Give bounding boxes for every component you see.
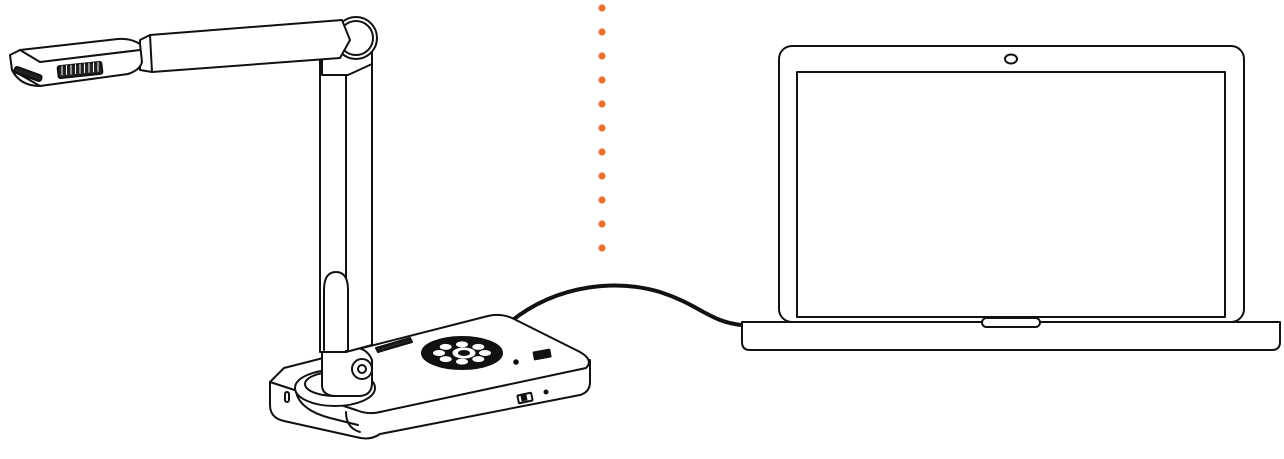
separator-dot: [598, 220, 605, 227]
control-button: [472, 356, 484, 362]
arm-slot: [324, 272, 348, 350]
separator-dot: [598, 4, 605, 11]
laptop-icon: [742, 46, 1280, 350]
side-led: [545, 391, 548, 394]
horizontal-arm: [140, 20, 350, 72]
control-button: [440, 356, 452, 362]
separator-dot: [598, 100, 605, 107]
document-camera-icon: [10, 17, 590, 438]
webcam-icon: [1005, 55, 1017, 64]
separator-dot: [598, 196, 605, 203]
control-button: [440, 344, 452, 350]
laptop-notch: [982, 318, 1040, 327]
laptop-screen: [797, 72, 1225, 317]
separator-dot: [598, 52, 605, 59]
separator-dot: [598, 76, 605, 83]
control-panel: [422, 337, 502, 369]
control-button: [479, 350, 491, 356]
control-button: [472, 344, 484, 350]
camera-head: [10, 39, 142, 86]
separator-dot: [598, 244, 605, 251]
separator-dot: [598, 28, 605, 35]
power-port: [285, 392, 289, 402]
logo-badge: [534, 350, 551, 360]
separator-dot: [598, 172, 605, 179]
separator-dot: [598, 148, 605, 155]
control-button: [433, 350, 445, 356]
dotted-separator: [598, 4, 605, 251]
separator-dot: [598, 124, 605, 131]
control-button: [456, 359, 468, 365]
usb-cable: [510, 286, 742, 325]
status-led: [514, 360, 518, 364]
control-button: [456, 341, 468, 347]
